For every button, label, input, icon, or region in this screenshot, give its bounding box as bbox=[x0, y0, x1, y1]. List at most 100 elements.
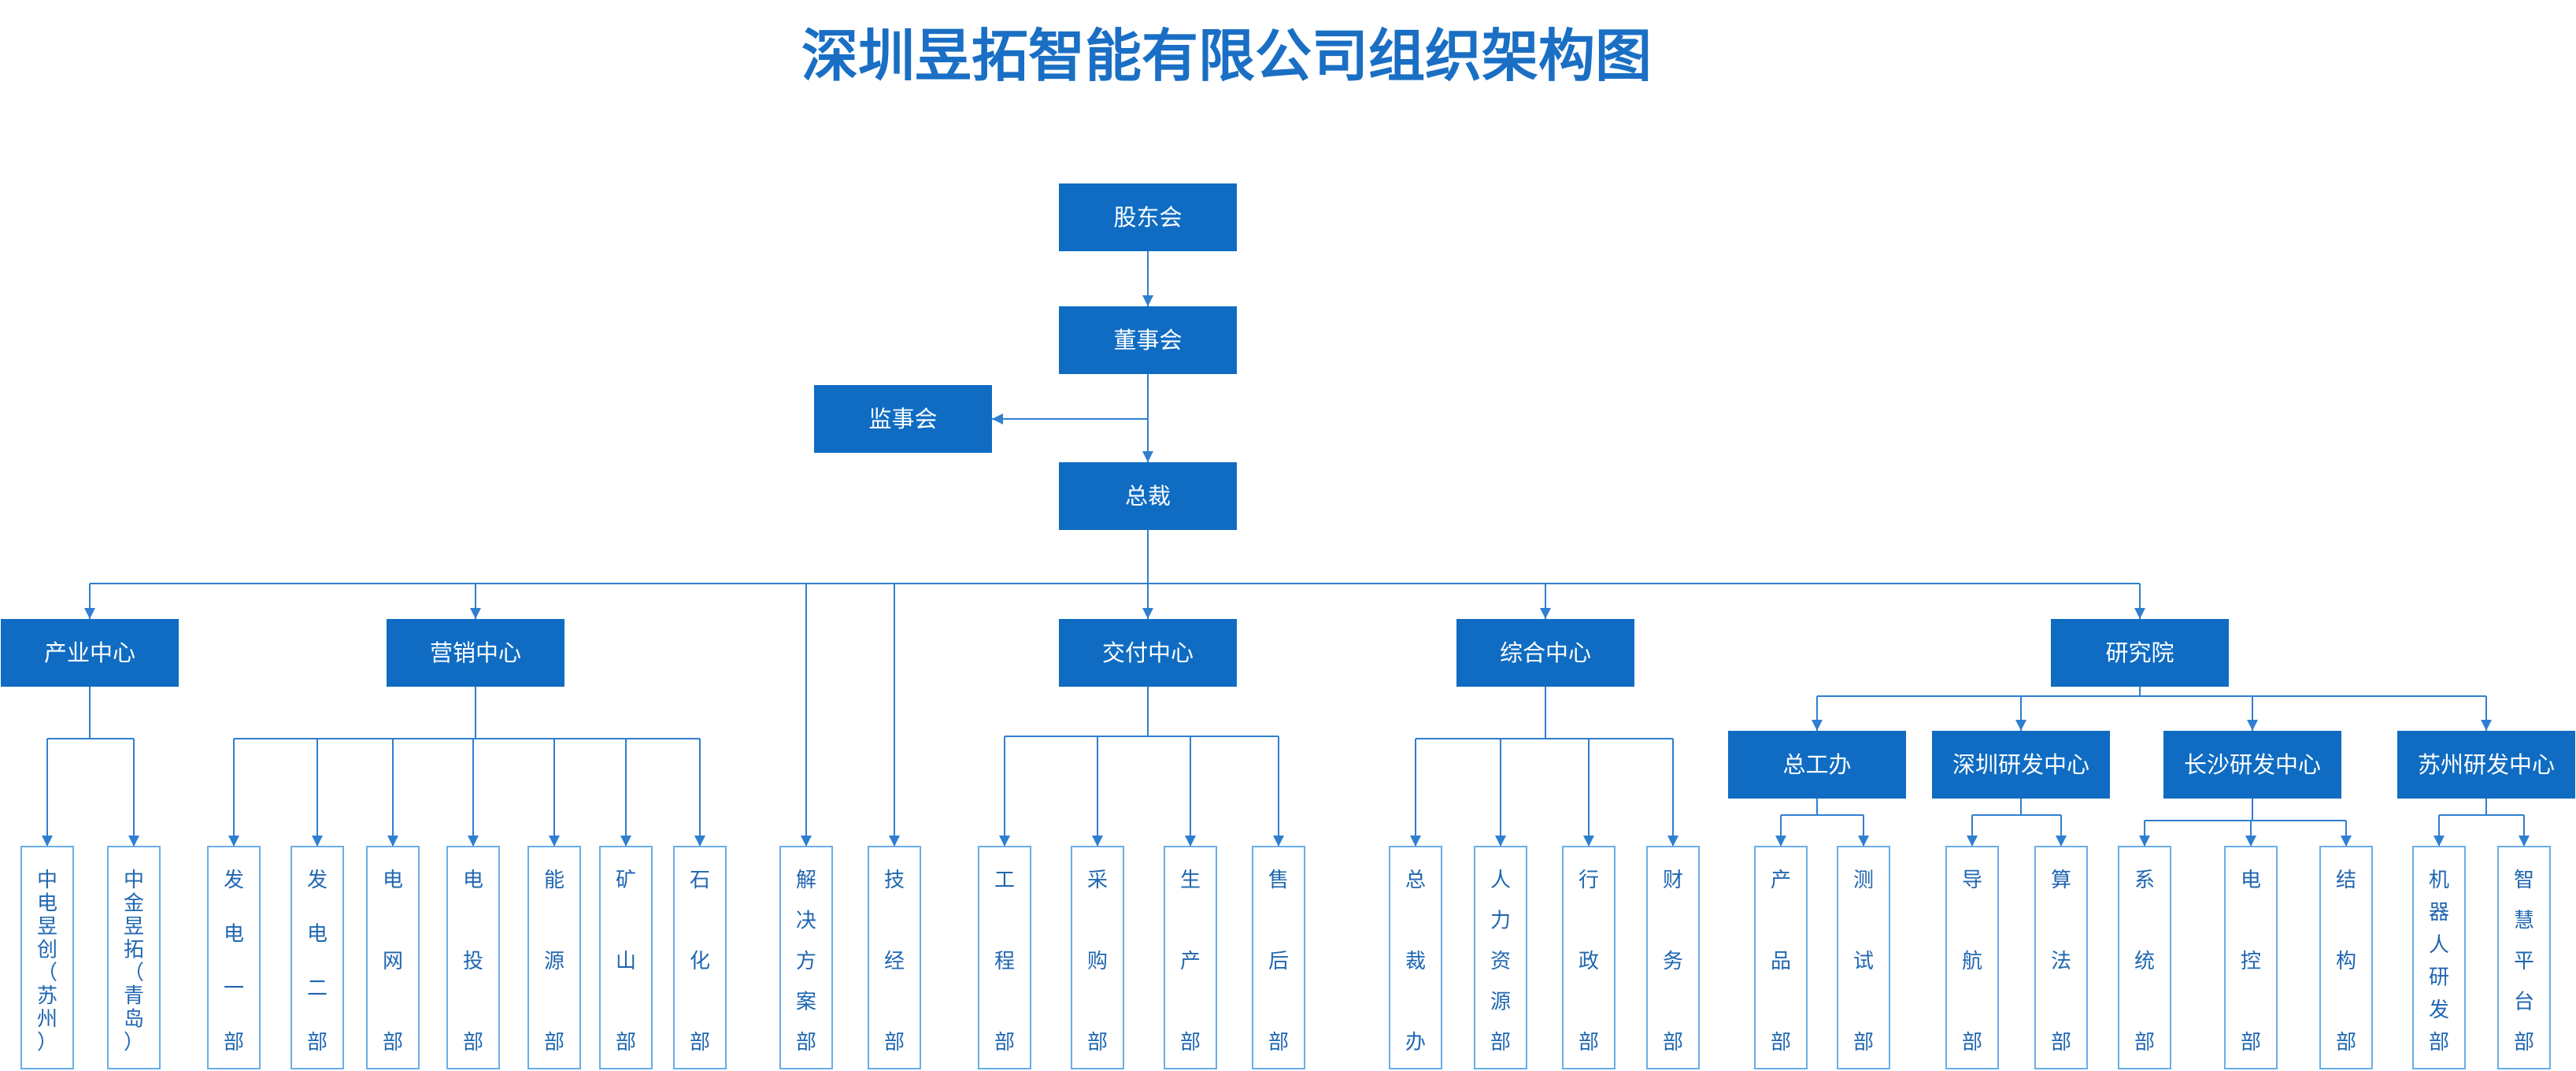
dept-ny-rect bbox=[527, 846, 581, 1069]
dept-cp: 产品部 bbox=[1754, 846, 1808, 1069]
research-sub-chief-eng-label: 总工办 bbox=[1782, 751, 1851, 778]
delivery-to-sc-arrow bbox=[1185, 836, 1196, 847]
dept-zjyt: 中金昱拓（青岛） bbox=[107, 846, 161, 1069]
shareholders-box-rect bbox=[1059, 183, 1237, 251]
dept-xz-rect bbox=[1562, 846, 1616, 1069]
dept-rlzy-rect bbox=[1474, 846, 1527, 1069]
dept-sf-label: 算法部 bbox=[2051, 869, 2071, 1054]
dept-cp-label: 产品部 bbox=[1771, 869, 1791, 1054]
dept-sf-rect bbox=[2034, 846, 2088, 1069]
dept-gc: 工程部 bbox=[978, 846, 1031, 1069]
research-sub-cs: 长沙研发中心 bbox=[2163, 731, 2341, 799]
su-to-jqr-arrow bbox=[2434, 836, 2445, 847]
supervisors-box: 监事会 bbox=[814, 385, 992, 453]
dept-jjfa-rect bbox=[779, 846, 833, 1069]
dept-jg-label: 结构部 bbox=[2336, 869, 2356, 1054]
dept-zhpt: 智慧平台部 bbox=[2497, 846, 2551, 1069]
dept-ny: 能源部 bbox=[527, 846, 581, 1069]
research-sub-su: 苏州研发中心 bbox=[2397, 731, 2575, 799]
president-box: 总裁 bbox=[1059, 462, 1237, 530]
center-general: 综合中心 bbox=[1456, 619, 1634, 687]
dept-xt-label: 系统部 bbox=[2134, 869, 2155, 1054]
general-to-cw-arrow bbox=[1667, 836, 1678, 847]
marketing-to-fd1-arrow bbox=[228, 836, 239, 847]
dept-ny-label: 能源部 bbox=[544, 869, 564, 1054]
center-general-label: 综合中心 bbox=[1500, 639, 1591, 666]
line-bus-marketing-arrow bbox=[470, 608, 481, 619]
dept-fd2-rect bbox=[291, 846, 344, 1069]
shareholders-box: 股东会 bbox=[1059, 183, 1237, 251]
dept-jqr-label: 机器人研发部 bbox=[2429, 869, 2449, 1054]
dept-dk-label: 电控部 bbox=[2241, 869, 2261, 1054]
dept-sh-rect bbox=[673, 846, 727, 1069]
dept-dw-label: 电网部 bbox=[383, 869, 403, 1054]
dept-rlzy-label: 人力资源部 bbox=[1490, 869, 1511, 1054]
general-to-rlzy-arrow bbox=[1495, 836, 1506, 847]
dept-dw: 电网部 bbox=[366, 846, 420, 1069]
dept-sh-label: 石化部 bbox=[690, 869, 710, 1054]
delivery-to-gc-arrow bbox=[999, 836, 1010, 847]
line-shareholders-board-arrow bbox=[1142, 295, 1153, 306]
dept-dk-rect bbox=[2224, 846, 2278, 1069]
marketing-to-dt-arrow bbox=[468, 836, 479, 847]
dept-fd2: 发电二部 bbox=[291, 846, 344, 1069]
dept-xt: 系统部 bbox=[2118, 846, 2171, 1069]
delivery-to-cg-arrow bbox=[1092, 836, 1103, 847]
dept-zcb-label: 总裁办 bbox=[1405, 869, 1426, 1054]
sz-to-dh-arrow bbox=[1967, 836, 1978, 847]
dept-cs2-rect bbox=[1837, 846, 1890, 1069]
line-bus-delivery-arrow bbox=[1142, 608, 1153, 619]
general-to-zcb-arrow bbox=[1410, 836, 1421, 847]
center-marketing-rect bbox=[387, 619, 564, 687]
research-sub-su-label: 苏州研发中心 bbox=[2418, 751, 2555, 778]
marketing-to-dw-arrow bbox=[387, 836, 398, 847]
center-marketing-label: 营销中心 bbox=[430, 639, 521, 666]
dept-fd1: 发电一部 bbox=[207, 846, 261, 1069]
marketing-to-ny-arrow bbox=[549, 836, 560, 847]
chief-eng-to-cs2-arrow bbox=[1858, 836, 1869, 847]
delivery-to-shh-arrow bbox=[1273, 836, 1284, 847]
dept-zjyt-rect bbox=[107, 846, 161, 1069]
dept-jjfa: 解决方案部 bbox=[779, 846, 833, 1069]
cs-to-dk-arrow bbox=[2245, 836, 2256, 847]
president-box-label: 总裁 bbox=[1125, 483, 1171, 510]
dept-cs2-label: 测试部 bbox=[1853, 869, 1874, 1054]
line-bus-general-arrow bbox=[1540, 608, 1551, 619]
dept-cp-rect bbox=[1754, 846, 1808, 1069]
dept-dw-rect bbox=[366, 846, 420, 1069]
dept-xt-rect bbox=[2118, 846, 2171, 1069]
dept-zdyc-label: 中电昱创（苏州） bbox=[37, 869, 57, 1054]
research-sub-sz-label: 深圳研发中心 bbox=[1952, 751, 2089, 778]
connector-lines bbox=[42, 251, 2530, 847]
sz-to-sf-arrow bbox=[2056, 836, 2067, 847]
dept-zhpt-rect bbox=[2497, 846, 2551, 1069]
dept-dt: 电投部 bbox=[446, 846, 500, 1069]
board-box-label: 董事会 bbox=[1113, 327, 1182, 354]
research-to-chief-eng-arrow bbox=[1812, 720, 1823, 731]
marketing-to-sh-arrow bbox=[694, 836, 705, 847]
dept-dh: 导航部 bbox=[1945, 846, 1999, 1069]
dept-cg-rect bbox=[1071, 846, 1124, 1069]
research-to-cs-arrow bbox=[2247, 720, 2258, 731]
board-box-rect bbox=[1059, 306, 1237, 374]
center-marketing: 营销中心 bbox=[387, 619, 564, 687]
chart-nodes: 股东会董事会监事会总裁产业中心营销中心交付中心综合中心研究院中电昱创（苏州）中金… bbox=[1, 183, 2575, 1069]
research-sub-chief-eng: 总工办 bbox=[1728, 731, 1906, 799]
dept-jg: 结构部 bbox=[2319, 846, 2373, 1069]
dept-cg-label: 采购部 bbox=[1087, 869, 1108, 1054]
dept-ks: 矿山部 bbox=[599, 846, 653, 1069]
dept-zcb: 总裁办 bbox=[1389, 846, 1442, 1069]
dept-dt-rect bbox=[446, 846, 500, 1069]
center-industry: 产业中心 bbox=[1, 619, 179, 687]
board-box: 董事会 bbox=[1059, 306, 1237, 374]
center-general-rect bbox=[1456, 619, 1634, 687]
dept-sc-label: 生产部 bbox=[1180, 869, 1201, 1054]
dept-cw: 财务部 bbox=[1646, 846, 1700, 1069]
center-delivery-label: 交付中心 bbox=[1102, 639, 1194, 666]
line-bus-industry-arrow bbox=[84, 608, 95, 619]
dept-cg: 采购部 bbox=[1071, 846, 1124, 1069]
research-sub-sz: 深圳研发中心 bbox=[1932, 731, 2110, 799]
dept-zdyc-rect bbox=[20, 846, 74, 1069]
dept-ks-label: 矿山部 bbox=[616, 869, 636, 1054]
